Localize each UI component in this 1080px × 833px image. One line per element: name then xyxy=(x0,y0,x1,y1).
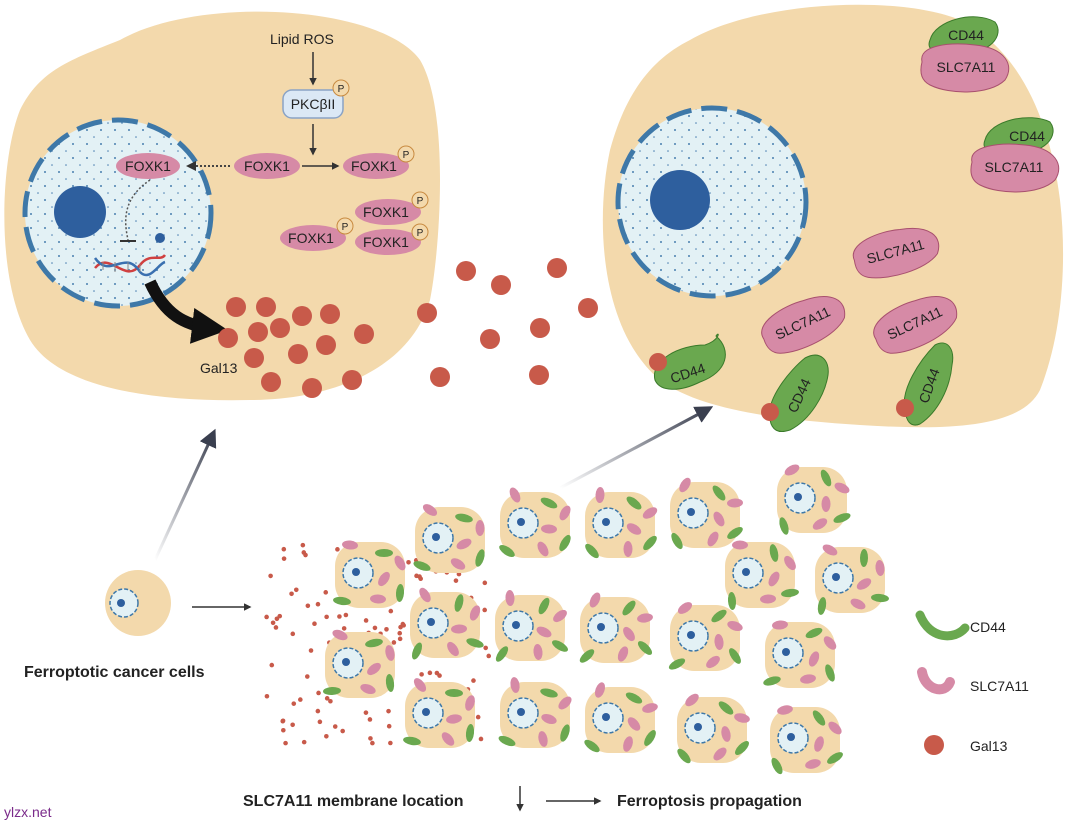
dna-icon xyxy=(93,254,167,277)
svg-text:CD44: CD44 xyxy=(1009,128,1045,144)
svg-text:FOXK1: FOXK1 xyxy=(363,234,409,250)
foxk1-phosphorylated-4: FOXK1 P xyxy=(355,223,429,255)
small-cell xyxy=(668,602,743,671)
foxk1-phosphorylated-3: FOXK1 P xyxy=(280,217,354,251)
right-nucleolus xyxy=(650,170,710,230)
svg-text:P: P xyxy=(403,150,410,161)
gal13-released xyxy=(417,258,598,387)
small-cell xyxy=(677,693,750,764)
slc7a11-membrane-label: SLC7A11 membrane location xyxy=(243,793,464,810)
svg-text:FOXK1: FOXK1 xyxy=(351,158,397,174)
svg-text:Gal13: Gal13 xyxy=(970,738,1008,754)
svg-text:FOXK1: FOXK1 xyxy=(288,230,334,246)
legend: CD44 SLC7A11 Gal13 xyxy=(915,610,1029,755)
cd44-gal13-bound-1: CD44 xyxy=(649,333,726,390)
small-cell xyxy=(777,464,851,535)
legend-item-cd44: CD44 xyxy=(915,610,1006,641)
small-cell xyxy=(770,705,843,775)
legend-item-slc7a11: SLC7A11 xyxy=(917,667,1029,695)
small-cell xyxy=(499,487,571,558)
small-cell xyxy=(725,540,799,610)
small-cell xyxy=(323,629,395,698)
small-cell xyxy=(410,587,484,660)
small-cell xyxy=(333,540,406,608)
slc7a11-cytoplasmic-1: SLC7A11 xyxy=(852,227,940,279)
lipid-ros-label: Lipid ROS xyxy=(270,31,334,47)
small-cell xyxy=(584,682,658,753)
small-cell xyxy=(579,592,653,663)
right-cell: CD44 SLC7A11 CD44 SLC7A11 SLC7A11 SLC7A1… xyxy=(602,4,1064,433)
legend-item-gal13: Gal13 xyxy=(924,735,1008,755)
small-cell xyxy=(403,678,475,748)
slc7a11-cytoplasmic-3: SLC7A11 xyxy=(873,296,958,354)
left-cell: Lipid ROS PKCβII P FOXK1 FOXK1 FOXK1 P xyxy=(4,11,440,401)
svg-text:CD44: CD44 xyxy=(948,27,984,43)
gal13-label: Gal13 xyxy=(200,360,238,376)
ferroptotic-cell xyxy=(105,570,171,636)
zoom-arrow-right xyxy=(559,406,714,490)
cell-population xyxy=(323,464,889,775)
svg-text:P: P xyxy=(342,222,349,233)
small-cell xyxy=(670,477,743,550)
foxk1-cytoplasmic: FOXK1 xyxy=(234,153,300,179)
zoom-arrow-left xyxy=(153,428,217,561)
foxk1-nuclear: FOXK1 xyxy=(116,153,180,179)
cd44-slc7a11-complex-right: CD44 SLC7A11 xyxy=(970,117,1060,193)
svg-text:P: P xyxy=(417,228,424,239)
small-cell xyxy=(413,504,485,573)
small-cell xyxy=(815,544,889,615)
right-nucleus xyxy=(615,105,809,299)
expression-arrow xyxy=(144,279,228,344)
gal13-cluster xyxy=(218,297,374,398)
svg-text:P: P xyxy=(338,84,345,95)
small-cell xyxy=(498,677,572,748)
small-cell xyxy=(763,620,837,688)
foxk1-phosphorylated: FOXK1 P xyxy=(343,145,415,179)
svg-text:SLC7A11: SLC7A11 xyxy=(937,59,996,75)
svg-text:SLC7A11: SLC7A11 xyxy=(985,159,1044,175)
cd44-slc7a11-complex-top: CD44 SLC7A11 xyxy=(920,16,1010,93)
small-cell xyxy=(495,590,568,662)
slc7a11-cytoplasmic-2: SLC7A11 xyxy=(761,296,846,354)
watermark: ylzx.net xyxy=(4,804,52,820)
svg-text:FOXK1: FOXK1 xyxy=(363,204,409,220)
svg-text:SLC7A11: SLC7A11 xyxy=(970,678,1029,694)
svg-text:FOXK1: FOXK1 xyxy=(125,158,171,174)
cd44-gal13-bound-3: CD44 xyxy=(896,342,954,426)
inhibition-arrow xyxy=(124,179,151,241)
small-cell xyxy=(585,487,658,559)
propagation-label: Ferroptosis propagation xyxy=(617,793,802,810)
svg-text:FOXK1: FOXK1 xyxy=(244,158,290,174)
ferroptotic-cells-label: Ferroptotic cancer cells xyxy=(24,664,205,681)
svg-text:PKCβII: PKCβII xyxy=(291,96,336,112)
foxk1-phosphorylated-2: FOXK1 P xyxy=(355,191,429,225)
left-nucleus xyxy=(22,117,214,309)
cd44-gal13-bound-2: CD44 xyxy=(761,354,829,433)
svg-text:P: P xyxy=(417,196,424,207)
svg-text:CD44: CD44 xyxy=(970,619,1006,635)
pkc-box: PKCβII P xyxy=(282,79,350,119)
left-nucleolus xyxy=(54,186,106,238)
